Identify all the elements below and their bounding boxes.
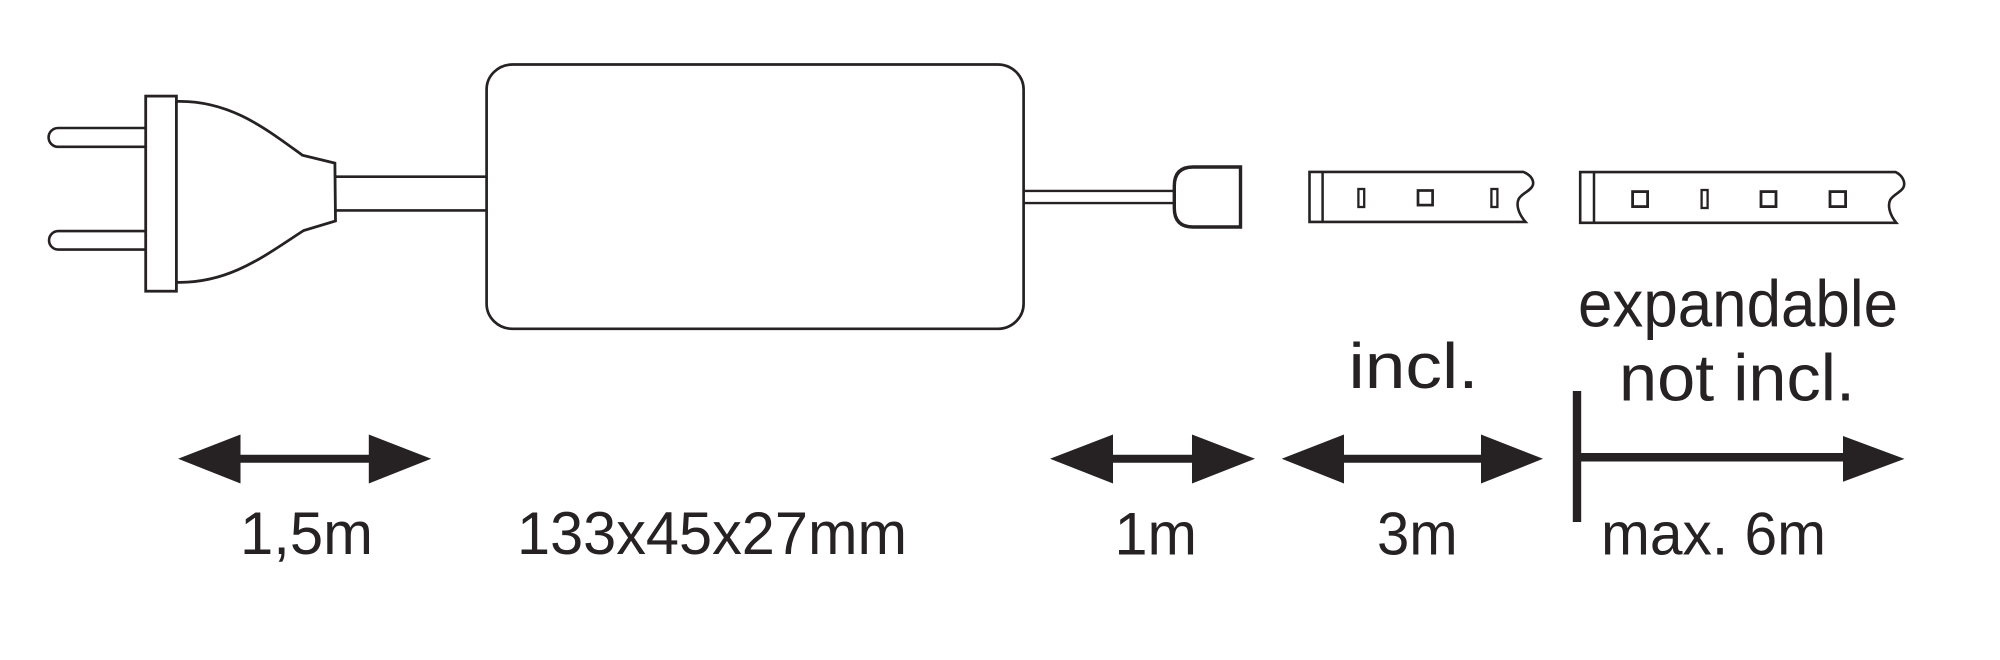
svg-text:1m: 1m: [1115, 501, 1198, 568]
svg-text:133x45x27mm: 133x45x27mm: [517, 500, 907, 567]
svg-text:3m: 3m: [1377, 501, 1458, 568]
svg-text:max. 6m: max. 6m: [1601, 501, 1826, 568]
svg-text:1,5m: 1,5m: [240, 500, 373, 567]
svg-text:incl.: incl.: [1349, 330, 1479, 402]
svg-text:expandable: expandable: [1578, 267, 1898, 341]
svg-text:not incl.: not incl.: [1619, 341, 1855, 415]
